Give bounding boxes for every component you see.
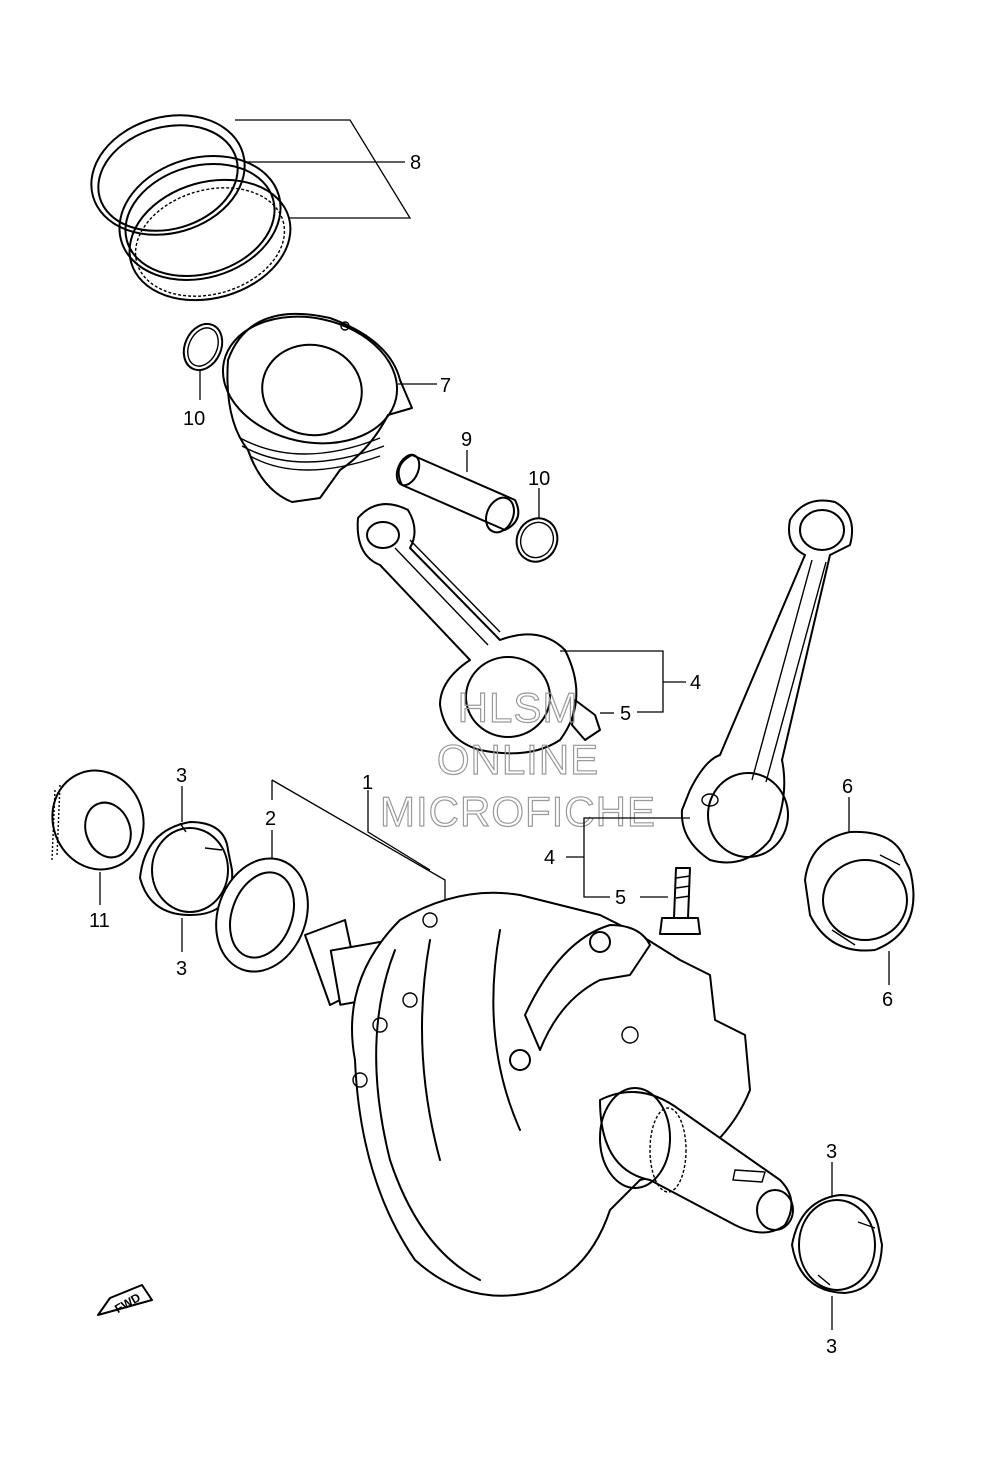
piston-pin-circlip-left [182,322,224,372]
callout-numbers: 8 10 7 9 10 4 5 6 4 5 6 1 2 3 3 11 3 3 [89,152,893,1358]
connecting-rod-lower [680,499,854,864]
callout-6-lower: 6 [882,989,893,1011]
thrust-bearing [215,857,309,973]
callout-4-upper: 4 [690,672,701,694]
piston [221,312,413,503]
watermark: HLSM ONLINE MICROFICHE [379,683,656,835]
watermark-line-2: ONLINE [437,736,599,783]
piston-rings [90,114,292,302]
watermark-line-3: MICROFICHE [380,788,656,835]
callout-9: 9 [461,429,472,451]
callout-10-right: 10 [528,468,550,490]
callout-7: 7 [440,375,451,397]
leader-lines [99,119,890,1330]
watermark-line-1: HLSM [458,684,579,731]
piston-pin-circlip-right [515,517,559,563]
callout-6-upper: 6 [842,776,853,798]
callout-2: 2 [265,808,276,830]
conrod-bolt [659,867,701,935]
callout-4-lower: 4 [544,847,555,869]
big-end-bearing-shells [804,830,915,952]
callout-8: 8 [410,152,421,174]
callout-1: 1 [362,772,373,794]
callout-10-left: 10 [183,408,205,430]
callout-3-upper-right: 3 [826,1141,837,1163]
main-bearing-right [791,1194,883,1294]
crankshaft-gear-washer [51,769,145,871]
crankshaft [304,891,794,1297]
forward-direction-badge: FWD [97,1284,153,1316]
callout-3-upper-left: 3 [176,765,187,787]
forward-label: FWD [112,1290,143,1316]
callout-3-lower-left: 3 [176,958,187,980]
piston-pin [395,453,520,534]
connecting-rod-upper [356,503,601,755]
callout-11: 11 [89,910,110,932]
callout-3-lower-right: 3 [826,1336,837,1358]
main-bearing-left [139,821,234,916]
callout-5-lower: 5 [615,887,626,909]
callout-5-upper: 5 [620,703,631,725]
